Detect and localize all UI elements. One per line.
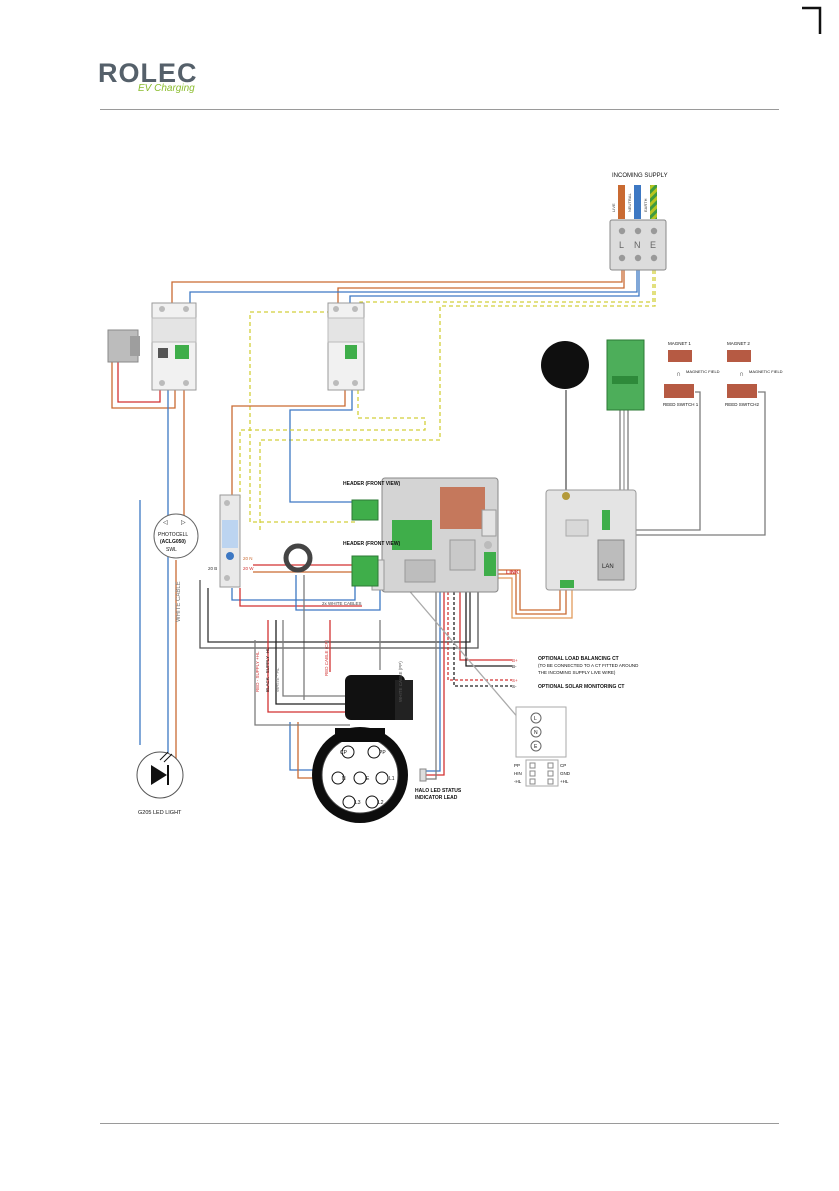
ct-pin-b-minus: B- [512, 664, 517, 669]
photocell-pin: SWL [166, 547, 177, 553]
plug-pin-l2: L2 [378, 800, 384, 806]
ct-pin-s-minus: S- [512, 684, 517, 689]
reed-switch-2-label: REED SWITCH2 [725, 402, 760, 407]
main-pcb [371, 477, 499, 593]
photocell-label: PHOTOCELL [158, 532, 188, 538]
plug-pin-cp: CP [340, 750, 348, 756]
magnet-field-icon-1: ∩ [676, 371, 681, 378]
plug-pin-n: N [342, 776, 346, 782]
connector-term-l: L [534, 716, 537, 722]
breaker-2 [327, 302, 365, 391]
side-cable-red: RED - SUPPLY +HL [255, 651, 260, 692]
magnet-1-label: MAGNET 1 [668, 341, 691, 346]
white-cable-pp-label: WHITE CABLE (PP) [398, 661, 403, 702]
supply-wires [111, 270, 766, 780]
charge-socket: CP PP N E L1 L3 L2 [312, 675, 413, 823]
live-wire [618, 185, 625, 219]
rfid-board [606, 339, 645, 411]
header-bottom-label: HEADER (FRONT VIEW) [343, 541, 401, 547]
header-rule [100, 109, 779, 110]
energy-meter: 20 N 20 W 20 B [208, 494, 254, 588]
side-cable-black: BLACK - SUPPLY -HL [265, 647, 270, 692]
connector-left-pp: PP [514, 763, 520, 768]
magnet-field-icon-2: ∩ [739, 371, 744, 378]
footer-rule [100, 1123, 779, 1124]
photocell: ◁ ▷ PHOTOCELL (ACLG050) SWL [153, 513, 199, 559]
connector-right-cp: CP [560, 763, 566, 768]
logo-wordmark: ROLEC [98, 58, 198, 88]
incoming-supply-label: INCOMING SUPPLY [612, 173, 668, 179]
magnetic-field-1: MAGNETIC FIELD [686, 369, 720, 374]
page-corner-mark [802, 6, 822, 34]
photocell-code: (ACLG050) [160, 539, 186, 545]
meter-label-a: 20 N [243, 556, 253, 561]
side-cable-white: WHITE - HL [275, 667, 280, 692]
connector-right-gnd: GND [560, 771, 571, 776]
meter-label-c: 20 B [208, 566, 217, 571]
header-top: HEADER (FRONT VIEW) [343, 481, 401, 521]
plug-pin-pp: PP [379, 750, 386, 756]
plug-pin-l3: L3 [355, 800, 361, 806]
neutral-wire [634, 185, 641, 219]
logo-tagline: EV Charging [138, 83, 195, 94]
svg-text:◁: ◁ [163, 520, 168, 526]
live-wire-label: LIVE [611, 203, 616, 212]
connector-left-hl: -HL [514, 779, 522, 784]
load-ct-title: OPTIONAL LOAD BALANCING CT [538, 656, 619, 662]
mounting-bracket [107, 329, 140, 363]
meter-label-b: 20 W [243, 566, 254, 571]
header-top-label: HEADER (FRONT VIEW) [343, 481, 401, 487]
load-ct-note-2: THE INCOMING SUPPLY LIVE WIRE) [538, 670, 616, 675]
connector-block: L N E PP HIN -HL CP GND +HL [514, 706, 571, 787]
terminal-e: E [650, 240, 656, 250]
plug-pin-e: E [366, 776, 370, 782]
plug-pin-l1: L1 [389, 776, 395, 782]
connector-term-e: E [534, 744, 538, 750]
led-light: G205 LED LIGHT [136, 751, 184, 816]
header-bottom: HEADER (FRONT VIEW) [343, 541, 401, 587]
halo-connector [419, 768, 427, 782]
neutral-wire-label: NEUTRAL [627, 193, 632, 212]
white-cable-label: WHITE CABLE [176, 581, 182, 622]
svg-text:▷: ▷ [181, 520, 186, 526]
comms-board: LAN [545, 489, 637, 591]
optional-cts: B+ B- OPTIONAL LOAD BALANCING CT (TO BE … [512, 656, 639, 690]
antenna [541, 341, 589, 389]
red-cable-cp-label: RED CABLE (CP) [324, 639, 329, 676]
magnet-2-label: MAGNET 2 [727, 341, 750, 346]
ct-ring [283, 543, 313, 573]
load-ct-note-1: (TO BE CONNECTED TO A CT FITTED AROUND [538, 663, 639, 668]
link-label: LINK [506, 570, 519, 576]
magnetic-field-2: MAGNETIC FIELD [749, 369, 783, 374]
reed-switch-2: REED SWITCH2 [725, 384, 760, 407]
connector-left-hin: HIN [514, 771, 522, 776]
reed-switch-1: REED SWITCH 1 [663, 384, 699, 407]
terminal-n: N [634, 240, 641, 250]
reed-switch-1-label: REED SWITCH 1 [663, 402, 699, 407]
breaker-1 [151, 302, 197, 391]
terminal-l: L [619, 240, 624, 250]
incoming-supply: INCOMING SUPPLY LIVE NEUTRAL EARTH L N E [609, 173, 668, 271]
earth-wire-label: EARTH [643, 198, 648, 212]
magnet-1: MAGNET 1 [668, 341, 692, 362]
ct-pin-s-plus: S+ [512, 678, 518, 683]
led-light-label: G205 LED LIGHT [138, 810, 182, 816]
connector-term-n: N [534, 730, 538, 736]
halo-label-2: INDICATOR LEAD [415, 795, 458, 801]
lan-label: LAN [602, 564, 614, 570]
white-cables-label: 2x WHITE CABLES [322, 601, 362, 606]
earth-wire [650, 185, 657, 219]
magnet-2: MAGNET 2 [727, 341, 751, 362]
solar-ct-title: OPTIONAL SOLAR MONITORING CT [538, 684, 624, 690]
rolec-logo: ROLEC EV Charging [98, 58, 208, 98]
ct-pin-b-plus: B+ [512, 658, 518, 663]
connector-right-hl: +HL [560, 779, 569, 784]
halo-label-1: HALO LED STATUS [415, 788, 462, 794]
